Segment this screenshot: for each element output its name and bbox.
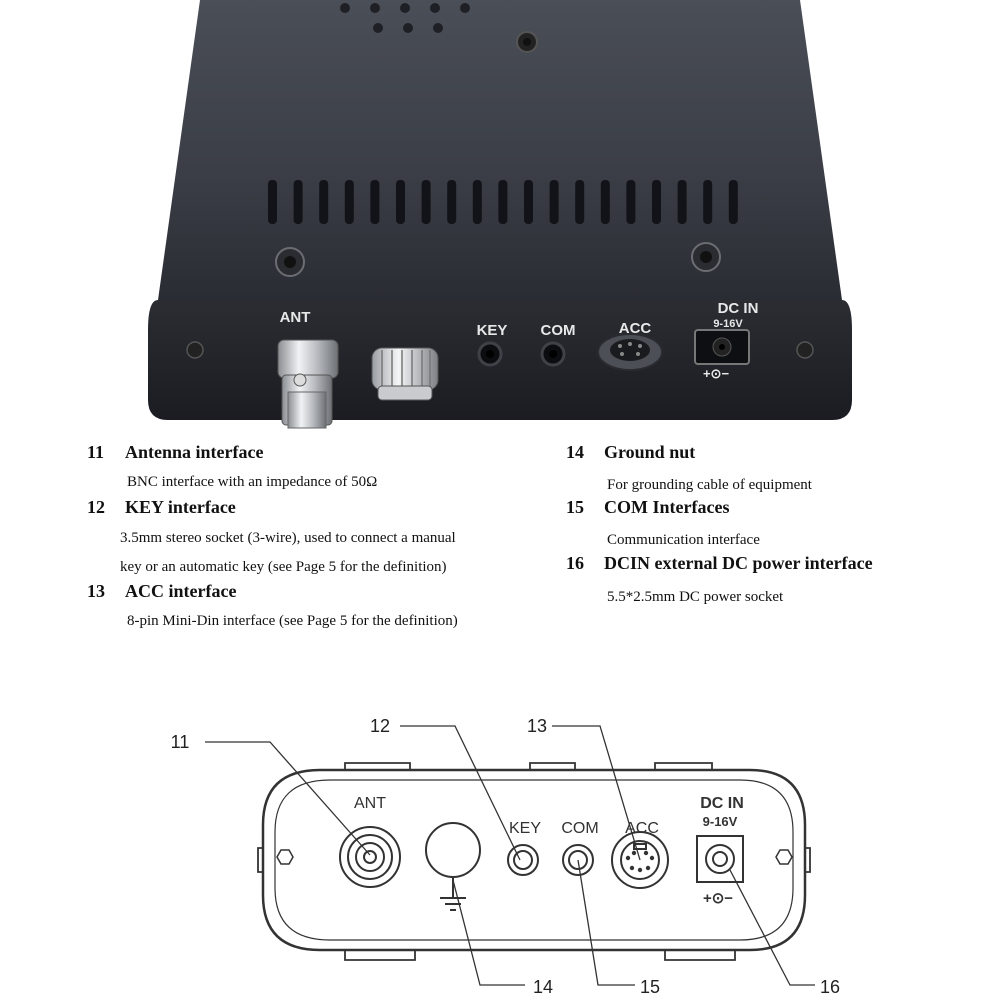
item-15-description: Communication interface [607,532,760,548]
vent-slot [524,180,533,224]
diagram-side-screws [276,849,793,865]
vent-slot [626,180,636,224]
vent-slot [703,180,713,224]
callout-12: 12 [370,716,390,736]
callout-leaders [205,725,815,986]
item-16-description: 5.5*2.5mm DC power socket [607,589,784,605]
item-14-title: 14 Ground nut [566,442,695,463]
vent-slot [728,180,738,224]
item-number: 13 [87,581,105,601]
vent-slot [652,180,661,224]
vent-slot [447,180,457,224]
item-title-text: COM Interfaces [604,497,730,517]
item-number: 11 [87,442,105,462]
vent-slot [575,180,585,224]
callout-11: 11 [171,732,190,752]
photo-label-key: KEY [477,322,508,339]
diagram-key-jack [507,844,539,876]
callout-14: 14 [533,977,553,997]
dc-socket [694,329,750,365]
diagram-polarity-symbol: +⊙− [703,890,733,907]
item-title-text: Ground nut [604,442,696,462]
vent-slot [293,180,303,224]
vent-slots [268,180,738,224]
vent-slot [370,180,380,224]
callout-15: 15 [640,977,660,997]
item-11-description: BNC interface with an impedance of 50Ω [127,474,378,490]
vent-slot [677,180,687,224]
vent-slot [396,180,405,224]
diagram-bnc [339,826,401,888]
diagram-housing [257,762,811,961]
vent-slot [472,180,482,224]
item-13-description: 8-pin Mini-Din interface (see Page 5 for… [127,613,458,629]
item-12-description: key or an automatic key (see Page 5 for … [120,559,447,575]
diagram-label-dcin: DC IN [700,795,744,812]
photo-label-dcin: DC IN [718,300,759,317]
rear-panel-diagram: +⊙− ANT KEY COM ACC DC IN 9-16V 11 12 13… [171,716,840,997]
ground-nut-knob [371,347,439,401]
diagram-com-jack [562,844,594,876]
vent-slot [421,180,431,224]
item-11-title: 11 Antenna interface [87,442,263,463]
photo-label-com: COM [541,322,576,339]
item-14-description: For grounding cable of equipment [607,477,812,493]
item-number: 12 [87,497,105,517]
radio-rear-photo: ANT KEY COM ACC DC IN 9-16V +⊙− [148,0,852,429]
bnc-connector [277,339,339,429]
speaker-holes [340,3,470,33]
diagram-ground-nut [425,822,481,878]
vent-slot [344,180,354,224]
item-13-title: 13 ACC interface [87,581,236,602]
item-title-text: ACC interface [125,581,237,601]
diagram-label-acc: ACC [625,820,659,837]
acc-mini-din [597,333,663,371]
dc-polarity-symbol: +⊙− [703,366,729,381]
vent-slot [319,180,329,224]
item-title-text: DCIN external DC power interface [604,553,873,573]
vent-slot [268,180,277,224]
item-title-text: Antenna interface [125,442,264,462]
photo-label-ant: ANT [280,309,311,326]
item-12-description: 3.5mm stereo socket (3-wire), used to co… [120,530,456,546]
vent-slot [549,180,559,224]
item-number: 14 [566,442,584,462]
diagram-label-com: COM [561,820,598,837]
callout-16: 16 [820,977,840,997]
item-15-title: 15 COM Interfaces [566,497,729,518]
diagram-dc-socket [696,835,744,883]
callout-13: 13 [527,716,547,736]
item-title-text: KEY interface [125,497,236,517]
vent-slot [600,180,610,224]
radio-body-top [158,0,842,300]
vent-slot [498,180,508,224]
diagram-label-key: KEY [509,820,541,837]
photo-label-acc: ACC [619,320,652,337]
diagram-label-ant: ANT [354,795,386,812]
photo-label-voltage: 9-16V [713,318,743,330]
item-12-title: 12 KEY interface [87,497,236,518]
item-number: 16 [566,553,584,573]
item-16-title: 16 DCIN external DC power interface [566,553,873,574]
diagram-acc-din [611,831,669,889]
item-number: 15 [566,497,584,517]
diagram-label-voltage: 9-16V [703,814,738,829]
